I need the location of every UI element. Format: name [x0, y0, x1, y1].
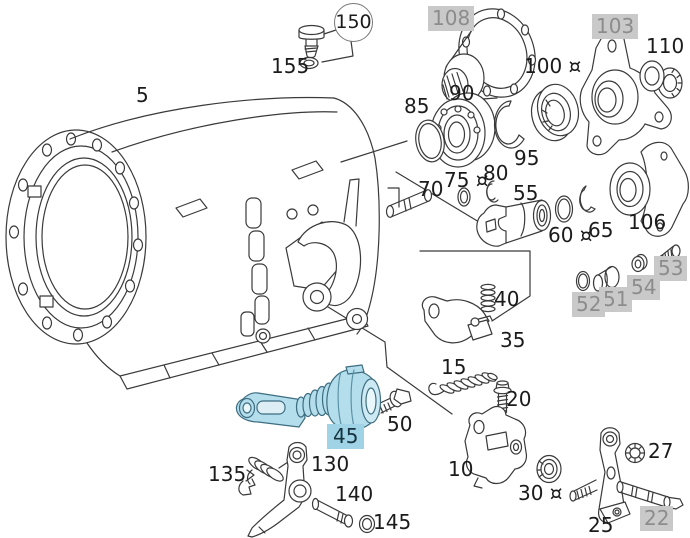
part-40-spring: [480, 283, 496, 313]
part-label-45[interactable]: 45: [327, 424, 365, 449]
part-135-spring: [238, 456, 289, 496]
part-140-pin: [311, 497, 354, 528]
part-label-75[interactable]: 75 ¤: [444, 168, 489, 192]
part-30-grommet: [536, 454, 562, 484]
part-label-145[interactable]: 145: [373, 510, 412, 534]
part-70-pin: [385, 189, 433, 218]
part-label-103[interactable]: 103: [592, 14, 639, 39]
part-106-flange: [609, 141, 689, 237]
part-27-nut: [624, 442, 646, 464]
part-45-sensor-highlighted: [235, 364, 382, 431]
part-15-spring: [428, 372, 498, 396]
part-80-clip: [486, 180, 499, 203]
part-110-gear-ring: [639, 60, 683, 99]
part-label-54[interactable]: 54: [627, 275, 661, 300]
part-35-pawl: [421, 296, 493, 344]
part-label-35[interactable]: 35: [500, 328, 526, 352]
part-label-22[interactable]: 22: [640, 506, 674, 531]
part-10-bracket: [464, 405, 528, 489]
part-label-106[interactable]: 106: [628, 210, 667, 234]
part-75-ring: [457, 187, 471, 207]
part-label-108[interactable]: 108: [428, 6, 475, 31]
part-label-100[interactable]: 100 ¤: [524, 54, 582, 78]
part-150-screw: [298, 24, 325, 59]
part-25-lever: [569, 427, 631, 524]
part-label-155[interactable]: 155: [271, 54, 310, 78]
part-label-25[interactable]: 25: [588, 513, 614, 537]
part-95-snap-ring: [493, 100, 525, 149]
part-label-50[interactable]: 50: [387, 412, 413, 436]
part-90-bearing: [430, 92, 496, 168]
part-103-flange: [579, 32, 672, 156]
part-108-flange: [441, 8, 537, 103]
transmission-housing: [5, 96, 380, 390]
part-label-85[interactable]: 85: [404, 94, 430, 118]
part-130-lever: [247, 441, 312, 538]
part-label-95[interactable]: 95: [514, 146, 540, 170]
part-label-40[interactable]: 40: [494, 287, 520, 311]
part-label-20[interactable]: 20: [506, 387, 532, 411]
part-60-ring: [554, 195, 574, 223]
part-label-130[interactable]: 130: [311, 452, 350, 476]
part-54-washer: [631, 253, 648, 273]
part-label-110[interactable]: 110: [646, 34, 685, 58]
part-52-oring: [575, 270, 591, 292]
bell-bolt-holes: [8, 132, 144, 342]
part-label-70[interactable]: 70: [418, 177, 444, 201]
part-label-60[interactable]: 60 ¤: [548, 223, 593, 247]
part-label-27[interactable]: 27: [648, 439, 674, 463]
part-label-135[interactable]: 135: [208, 462, 247, 486]
part-85-oring: [415, 119, 445, 163]
part-label-90[interactable]: 90: [449, 81, 475, 105]
part-20-bolt: [493, 380, 512, 415]
part-label-55[interactable]: 55: [513, 181, 539, 205]
part-65-snap-ring: [579, 185, 596, 213]
part-label-15[interactable]: 15: [441, 355, 467, 379]
part-label-30[interactable]: 30 ¤: [518, 481, 563, 505]
part-label-80[interactable]: 80: [483, 161, 509, 185]
part-145-ring: [358, 514, 376, 534]
part-100-seal: [530, 83, 580, 142]
part-label-52[interactable]: 52: [572, 292, 606, 317]
part-50-bolt: [369, 388, 412, 418]
part-155-seal-ring: [299, 56, 319, 70]
shift-linkage: [285, 178, 369, 331]
part-label-10[interactable]: 10: [448, 457, 474, 481]
cooling-ribs: [240, 197, 270, 337]
part-label-65[interactable]: 65: [588, 218, 614, 242]
part-label-140[interactable]: 140: [335, 482, 374, 506]
part-label-150[interactable]: 150: [334, 3, 373, 42]
part-55-detent: [476, 199, 552, 247]
part-label-5[interactable]: 5: [136, 83, 149, 107]
